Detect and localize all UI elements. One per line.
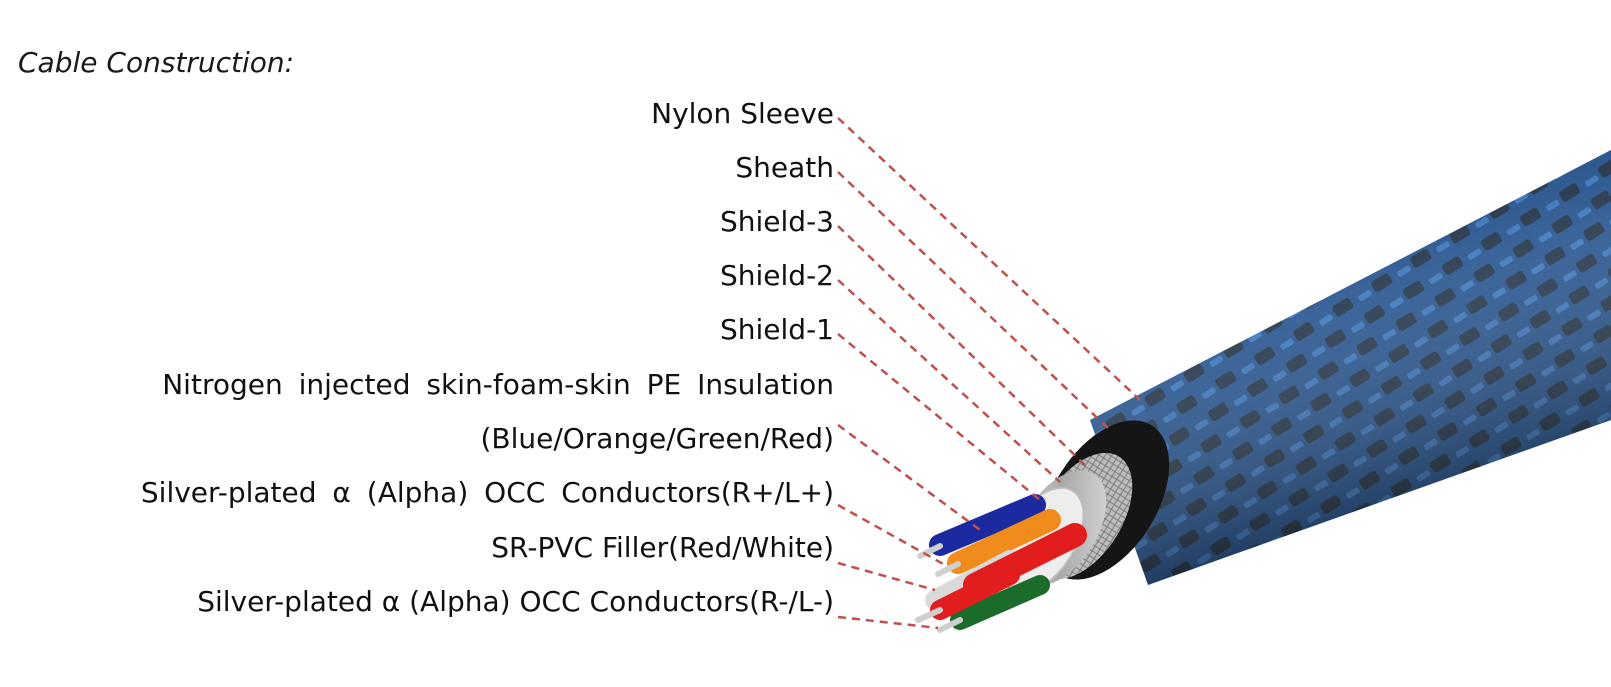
leader-conductors-negative [837,615,939,630]
diagram-heading: Cable Construction: [18,46,295,79]
label-shield-3: Shield-3 [720,205,834,238]
nylon-sleeve [1090,150,1611,585]
label-sheath: Sheath [735,151,834,184]
label-insulation: Nitrogen injected skin-foam-skin PE Insu… [162,368,834,401]
label-conductors-positive: Silver-plated α (Alpha) OCC Conductors(R… [140,476,834,509]
conductor-tip [915,607,943,623]
leader-shield-3 [837,225,1086,466]
conductor-green [950,575,1050,630]
leader-shield-2 [837,279,1061,483]
conductor-red [930,565,1020,620]
leader-shield-1 [837,333,1041,501]
conductor-tip [917,543,943,559]
leader-filler [837,561,936,592]
label-filler: SR-PVC Filler(Red/White) [491,531,834,564]
conductors [915,494,1087,633]
leader-nylon-sleeve [837,117,1141,401]
leader-conductors-positive [837,503,946,567]
label-shield-2: Shield-2 [720,259,834,292]
conductor-tip [935,561,961,577]
label-conductors-negative: Silver-plated α (Alpha) OCC Conductors(R… [197,585,834,618]
leader-insulation [837,423,981,532]
conductor-tip [937,617,963,633]
conductor-blue [929,494,1046,556]
label-shield-1: Shield-1 [720,313,834,346]
label-nylon-sleeve: Nylon Sleeve [651,97,834,130]
conductor-orange [947,509,1061,574]
leader-sheath [837,171,1111,431]
leader-lines [837,117,1141,630]
label-insulation-colors: (Blue/Orange/Green/Red) [480,422,834,455]
